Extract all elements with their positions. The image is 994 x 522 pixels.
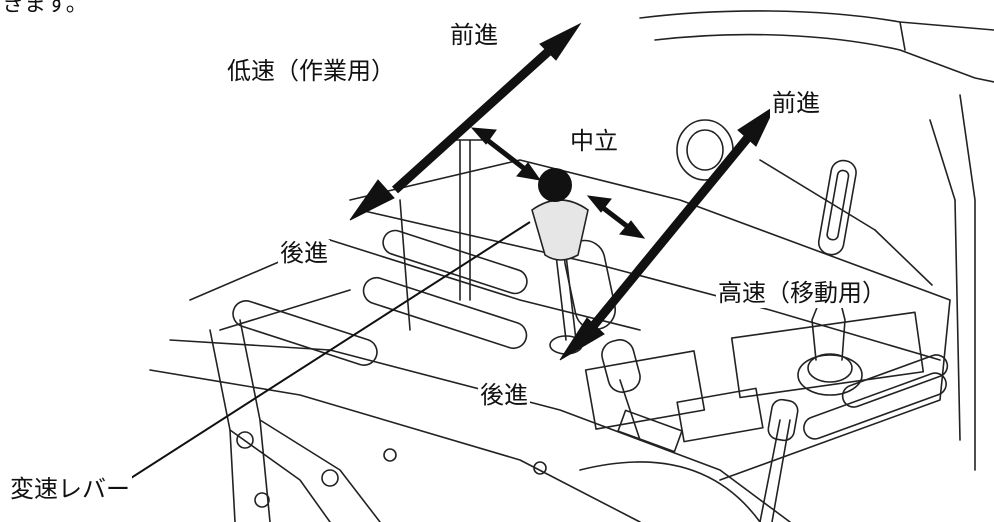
label-neutral: 中立: [568, 127, 620, 156]
arrow-neutral-upper-b: [516, 162, 542, 181]
frame-left: [239, 319, 271, 522]
neutral-point-marker: [538, 168, 572, 202]
label-forward-high: 前進: [770, 89, 822, 118]
label-high-speed: 高速（移動用）: [716, 279, 888, 308]
label-forward-low: 前進: [448, 21, 500, 50]
lever-slot-3: [232, 300, 378, 366]
lever-slot-2: [362, 276, 528, 350]
label-reverse-low: 後進: [278, 239, 330, 268]
arrow-neutral-upper-a: [470, 127, 497, 145]
cabin-cover: [639, 10, 994, 31]
lever-leader-line: [119, 221, 531, 486]
arrow-forward-high: [737, 104, 777, 147]
label-reverse-high: 後進: [478, 381, 530, 410]
shift-lever-shaft: [555, 254, 567, 341]
arrow-reverse-low: [349, 179, 395, 221]
shift-lever-knob: [531, 199, 589, 261]
arrow-neutral-lower-a: [586, 195, 612, 213]
arrow-forward-low: [539, 22, 582, 61]
right-lever-boot: [797, 354, 863, 396]
control-panel: [349, 159, 951, 481]
continued-text: きます。: [2, 0, 88, 17]
label-low-speed: 低速（作業用）: [225, 57, 397, 86]
arrow-reverse-high: [559, 317, 605, 361]
label-shift-lever: 変速レバー: [8, 475, 132, 504]
arrow-neutral-lower-b: [619, 220, 646, 239]
